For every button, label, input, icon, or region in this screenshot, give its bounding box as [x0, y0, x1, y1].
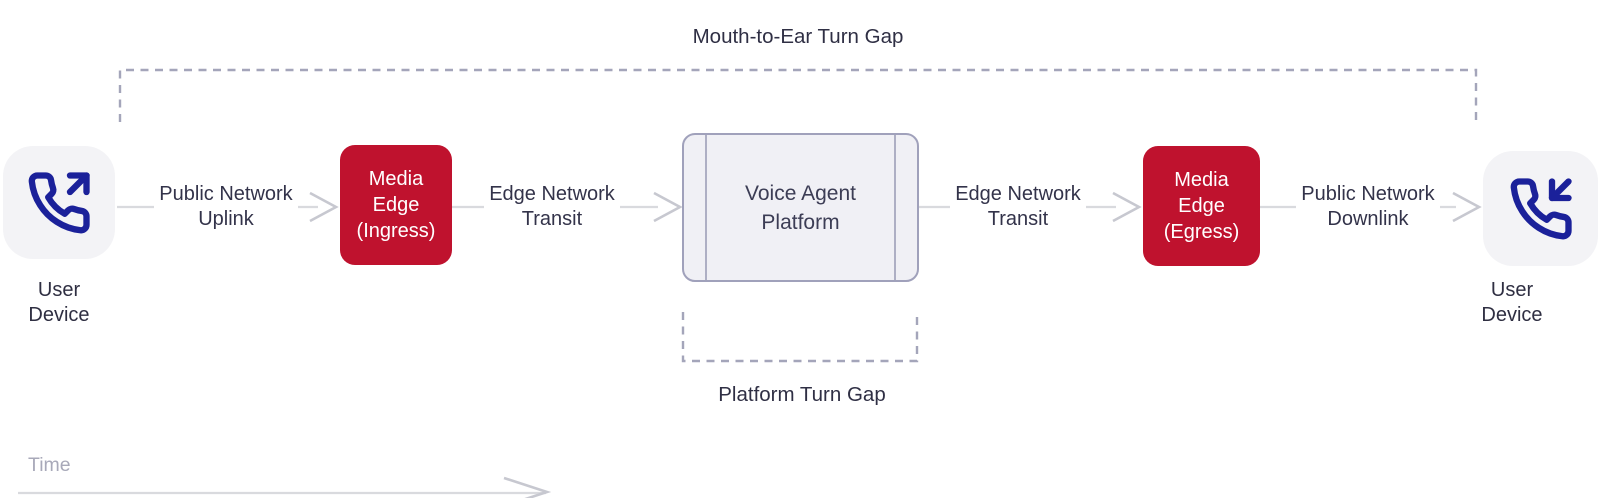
public-network-downlink-label: Public Network Downlink — [1258, 182, 1478, 232]
mouth-to-ear-bracket — [118, 68, 1478, 122]
platform-left-divider — [705, 135, 707, 280]
transit-in-arrowhead-icon — [653, 191, 683, 223]
user-device-left-label: User Device — [28, 279, 90, 326]
time-axis-arrowhead-icon — [503, 476, 552, 498]
voice-agent-platform-label: Voice Agent Platform — [745, 181, 856, 234]
user-device-right-label: User Device — [1481, 279, 1543, 326]
user-device-right-node — [1483, 151, 1598, 266]
phone-incoming-icon — [1510, 177, 1572, 239]
public-network-uplink-label: Public Network Uplink — [116, 182, 336, 232]
user-device-left-node — [3, 146, 115, 259]
edge-network-transit-out-label: Edge Network Transit — [908, 182, 1128, 232]
platform-turn-gap-bracket — [681, 312, 919, 363]
mouth-to-ear-turn-gap-label: Mouth-to-Ear Turn Gap — [692, 25, 904, 48]
uplink-arrowhead-icon — [309, 191, 339, 223]
downlink-arrowhead-icon — [1452, 191, 1482, 223]
voice-agent-platform-node: Voice Agent Platform — [682, 133, 919, 282]
media-edge-ingress-node: Media Edge (Ingress) — [340, 145, 452, 265]
edge-network-transit-in-label: Edge Network Transit — [442, 182, 662, 232]
transit-out-arrowhead-icon — [1112, 191, 1142, 223]
time-axis-label: Time — [28, 454, 71, 476]
phone-outgoing-icon — [28, 171, 90, 233]
platform-turn-gap-label: Platform Turn Gap — [718, 383, 886, 406]
media-edge-egress-node: Media Edge (Egress) — [1143, 146, 1260, 266]
platform-right-divider — [894, 135, 896, 280]
